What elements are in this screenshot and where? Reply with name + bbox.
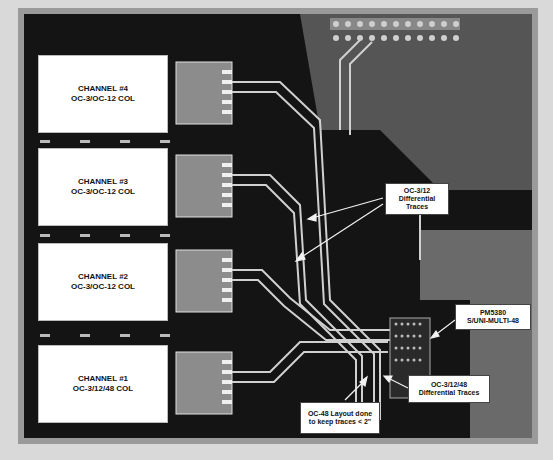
channel-box: CHANNEL #2OC-3/OC-12 COL bbox=[38, 243, 168, 321]
channel-box: CHANNEL #3OC-3/OC-12 COL bbox=[38, 148, 168, 226]
connector-pads bbox=[222, 70, 232, 404]
channel-box: CHANNEL #4OC-3/OC-12 COL bbox=[38, 55, 168, 133]
box-heading: CHANNEL #3 bbox=[78, 177, 128, 187]
leader-lines bbox=[296, 198, 455, 400]
callout-box: OC-48 Layout done to keep traces < 2" bbox=[300, 402, 380, 434]
box-text: OC-3/12/48 COL bbox=[73, 384, 133, 394]
box-text: OC-3/OC-12 COL bbox=[71, 187, 135, 197]
callout-box: PM5380S/UNI-MULTI-48 bbox=[455, 304, 531, 330]
box-heading: CHANNEL #1 bbox=[78, 374, 128, 384]
box-heading: CHANNEL #2 bbox=[78, 272, 128, 282]
copper-pour bbox=[300, 14, 532, 190]
differential-traces bbox=[232, 40, 440, 420]
box-text: OC-3/OC-12 COL bbox=[71, 282, 135, 292]
box-heading: OC-3/12/48 Differential Traces bbox=[413, 381, 485, 397]
board-frame bbox=[18, 8, 538, 444]
box-heading: OC-3/12 Differential Traces bbox=[390, 187, 444, 211]
box-text: OC-3/OC-12 COL bbox=[71, 94, 135, 104]
pcb-ground bbox=[24, 14, 532, 438]
header-pins bbox=[330, 18, 460, 41]
callout-box: OC-3/12/48 Differential Traces bbox=[408, 375, 490, 403]
box-heading: PM5380 bbox=[480, 309, 506, 317]
box-text: S/UNI-MULTI-48 bbox=[467, 317, 519, 325]
channel-box: CHANNEL #1OC-3/12/48 COL bbox=[38, 345, 168, 423]
connector-footprints bbox=[176, 62, 232, 414]
callout-box: OC-3/12 Differential Traces bbox=[385, 183, 449, 215]
copper-pour bbox=[420, 230, 532, 438]
box-heading: CHANNEL #4 bbox=[78, 84, 128, 94]
box-heading: OC-48 Layout done to keep traces < 2" bbox=[305, 410, 375, 426]
